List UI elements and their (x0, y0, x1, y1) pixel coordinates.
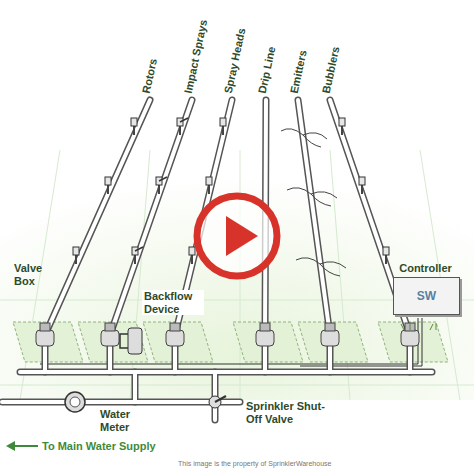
lateral-label: Emitters (288, 49, 310, 95)
lateral-label: Spray Heads (222, 27, 248, 95)
controller-label: Controller (392, 262, 459, 274)
part-label: Sprinkler Shut-Off Valve (244, 400, 340, 425)
controller-housing: SW (393, 277, 460, 315)
controller-logo: SW (394, 278, 459, 314)
part-label: Backflow Device (142, 290, 204, 315)
lateral-label: Impact Sprays (182, 18, 210, 94)
controller-box: ControllerSW (392, 262, 459, 315)
lateral-label: Drip Line (256, 45, 278, 94)
part-label: Valve Box (14, 262, 54, 287)
part-label: Water Meter (98, 408, 144, 433)
lateral-label: Rotors (140, 57, 160, 94)
supply-label: To Main Water Supply (42, 440, 156, 453)
lateral-label: Bubblers (320, 45, 342, 94)
watermark: This image is the property of SprinklerW… (178, 460, 331, 468)
